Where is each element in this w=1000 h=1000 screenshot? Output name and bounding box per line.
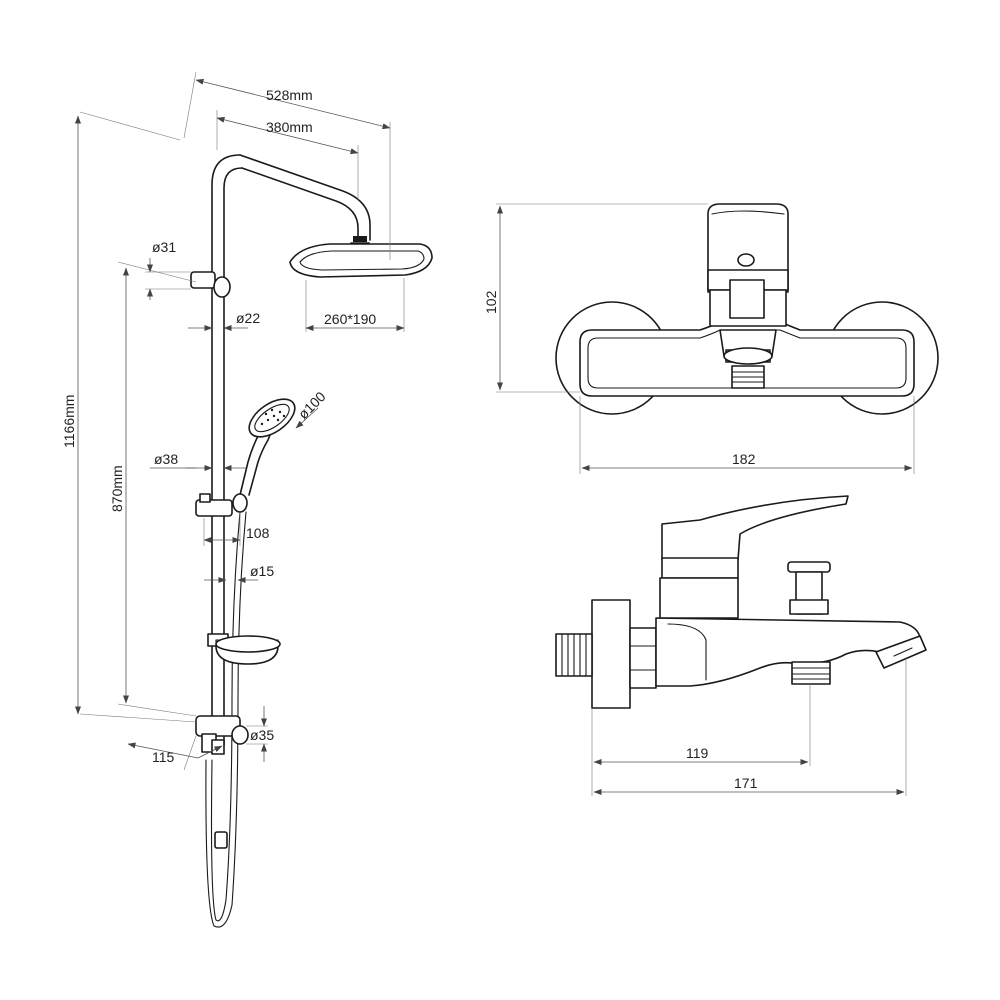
shower-dimensions: 528mm 380mm 1166mm 870mm ø31 ø22 260*190 — [61, 71, 405, 771]
dim-bottom-offset: 115 — [152, 749, 175, 765]
mixer-side-dimensions: 119 171 — [591, 660, 907, 796]
riser-rail — [211, 154, 371, 746]
dim-diverter-dia: ø35 — [250, 727, 274, 743]
dim-top-bracket-dia: ø31 — [152, 239, 176, 255]
dim-arm-length: 380mm — [266, 119, 313, 135]
dim-overall-height: 1166mm — [61, 395, 77, 448]
mixer-side-view — [555, 495, 927, 709]
mixer-front-dimensions: 102 182 — [483, 203, 915, 474]
slide-holder — [195, 493, 248, 517]
dim-mixer-width: 182 — [732, 451, 756, 467]
hand-shower — [239, 398, 296, 496]
dim-mixer-height: 102 — [483, 290, 499, 314]
dim-holder-dia: ø38 — [154, 451, 178, 467]
dim-bar-height: 870mm — [109, 465, 125, 512]
overhead-shower — [289, 236, 433, 278]
dim-spout-length: 171 — [734, 775, 758, 791]
mixer-front-view — [555, 203, 939, 415]
soap-dish — [207, 633, 281, 665]
diverter — [195, 715, 249, 755]
shower-column-drawing — [190, 154, 433, 928]
dim-overall-width: 528mm — [266, 87, 313, 103]
dim-hand-shower-dia: ø100 — [295, 388, 329, 422]
spray-nozzles — [260, 408, 286, 426]
dim-rail-dia: ø22 — [236, 310, 260, 326]
dim-hose-dia: ø15 — [250, 563, 274, 579]
hose — [205, 511, 247, 928]
dim-outlet-distance: 119 — [686, 745, 709, 761]
top-bracket — [190, 271, 231, 298]
dim-overhead-size: 260*190 — [324, 311, 376, 327]
dim-holder-offset: 108 — [246, 525, 270, 541]
